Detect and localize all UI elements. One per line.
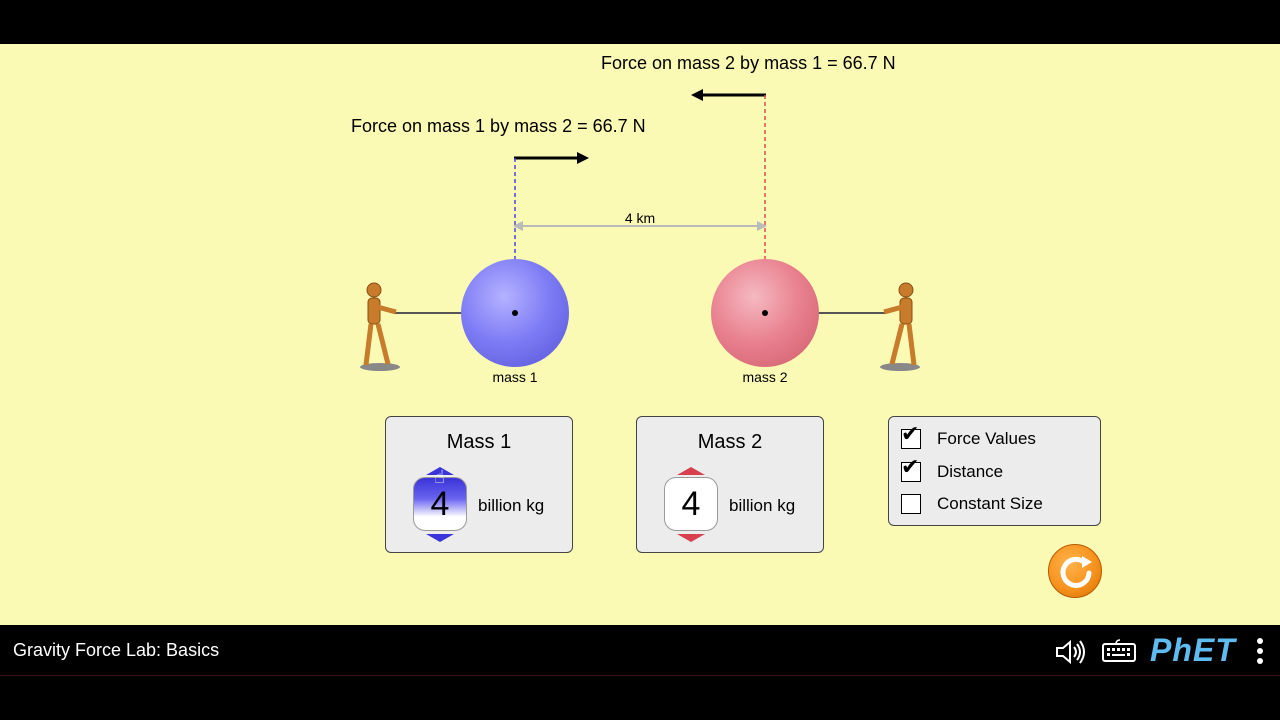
constant-size-label: Constant Size bbox=[937, 494, 1043, 513]
mass-1-panel-title: Mass 1 bbox=[446, 431, 512, 453]
scene-drawing bbox=[360, 89, 920, 371]
mass-1-increment-button[interactable] bbox=[426, 467, 454, 475]
more-vertical-icon[interactable] bbox=[1255, 637, 1265, 667]
reset-all-button[interactable] bbox=[1048, 544, 1102, 598]
checkmark-icon: ✔ bbox=[901, 455, 920, 480]
play-area: Force on mass 2 by mass 1 = 66.7 N Force… bbox=[0, 44, 1280, 625]
force-values-checkbox-row[interactable]: ✔ Force Values bbox=[901, 424, 1036, 451]
mass-1-unit: billion kg bbox=[478, 496, 545, 515]
bottom-letterbox bbox=[0, 675, 1280, 720]
options-panel: ✔ Force Values ✔ Distance Constant Size bbox=[888, 416, 1101, 526]
puller-right bbox=[880, 282, 920, 371]
distance-label: 4 km bbox=[624, 210, 656, 226]
navigation-bar: Gravity Force Lab: Basics PhET bbox=[0, 625, 1280, 675]
mass-1-control-panel: Mass 1 4 billion kg ☝ bbox=[385, 416, 573, 553]
sim-title: Gravity Force Lab: Basics bbox=[13, 640, 220, 660]
mass-2-panel-title: Mass 2 bbox=[697, 431, 763, 453]
mass-1-decrement-button[interactable] bbox=[426, 534, 454, 542]
mass-2-increment-button[interactable] bbox=[677, 467, 705, 475]
force-arrow-mass-2 bbox=[691, 89, 766, 101]
mass-2-label: mass 2 bbox=[742, 369, 788, 385]
phet-logo[interactable]: PhET bbox=[1150, 632, 1236, 668]
top-letterbox bbox=[0, 0, 1280, 44]
constant-size-checkbox[interactable] bbox=[901, 494, 921, 514]
force-values-checkbox[interactable]: ✔ bbox=[901, 424, 921, 449]
distance-checkbox[interactable]: ✔ bbox=[901, 457, 921, 482]
simulation-area: Force on mass 2 by mass 1 = 66.7 N Force… bbox=[0, 44, 1280, 625]
force-label-mass-1: Force on mass 1 by mass 2 = 66.7 N bbox=[351, 116, 646, 136]
mass-2-unit: billion kg bbox=[729, 496, 796, 515]
distance-checkbox-row[interactable]: ✔ Distance bbox=[901, 457, 1004, 484]
mass-1-spinner[interactable]: 4 bbox=[413, 477, 467, 531]
mass-2-control-panel: Mass 2 4 billion kg bbox=[636, 416, 824, 553]
mass-2-spinner[interactable]: 4 bbox=[664, 477, 718, 531]
cursor-hand-icon: ☝ bbox=[434, 467, 445, 488]
distance-label-option: Distance bbox=[937, 462, 1004, 481]
mass-1-center-dot bbox=[512, 310, 518, 316]
force-label-mass-2: Force on mass 2 by mass 1 = 66.7 N bbox=[601, 53, 896, 73]
force-values-label: Force Values bbox=[937, 429, 1036, 448]
force-arrow-mass-1 bbox=[514, 152, 589, 164]
keyboard-icon[interactable] bbox=[1102, 639, 1136, 663]
mass-2-decrement-button[interactable] bbox=[677, 534, 705, 542]
puller-left bbox=[360, 282, 400, 371]
distance-arrow bbox=[513, 221, 767, 231]
refresh-icon bbox=[1060, 556, 1092, 588]
constant-size-checkbox-row[interactable]: Constant Size bbox=[901, 492, 1043, 516]
mass-2-center-dot bbox=[762, 310, 768, 316]
checkmark-icon: ✔ bbox=[901, 422, 920, 447]
mass-1-label: mass 1 bbox=[492, 369, 538, 385]
speaker-icon[interactable] bbox=[1054, 637, 1088, 667]
